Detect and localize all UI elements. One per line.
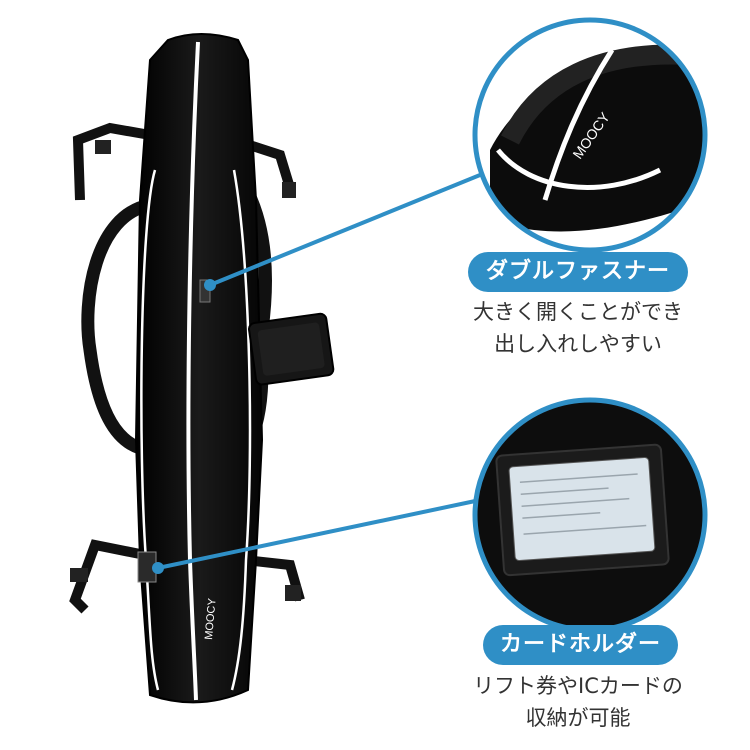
carry-strap-left xyxy=(81,198,157,455)
callout-line-card xyxy=(157,498,481,570)
feature-desc-line: 収納が可能 xyxy=(525,706,631,730)
feature-badge-card-holder: カードホルダー xyxy=(483,625,678,665)
bag-logo-text: MOOCY xyxy=(203,597,219,640)
feature-desc-zipper: 大きく開くことができ 出し入れしやすい xyxy=(448,296,708,360)
feature-desc-line: 大きく開くことができ xyxy=(473,300,683,324)
shoulder-pad xyxy=(247,312,335,386)
buckle-icon xyxy=(95,140,111,154)
buckle-icon xyxy=(282,182,296,198)
zoom-circle-zipper: MOOCY xyxy=(472,17,708,253)
card-window xyxy=(508,457,656,562)
ski-bag-illustration: MOOCY xyxy=(69,33,335,704)
feature-desc-line: 出し入れしやすい xyxy=(494,332,662,356)
feature-badge-zipper: ダブルファスナー xyxy=(468,252,688,292)
zoom-circle-card-holder xyxy=(472,397,708,633)
buckle-icon xyxy=(285,585,301,601)
callout-dot-zipper xyxy=(204,279,216,291)
bag-body xyxy=(134,33,264,704)
feature-desc-card-holder: リフト券やICカードの 収納が可能 xyxy=(448,670,708,734)
feature-desc-line: リフト券やICカードの xyxy=(473,674,683,698)
buckle-icon xyxy=(70,568,88,582)
callout-line-zipper xyxy=(209,173,481,287)
zipper-piping xyxy=(186,41,200,701)
callout-dot-card xyxy=(152,562,164,574)
